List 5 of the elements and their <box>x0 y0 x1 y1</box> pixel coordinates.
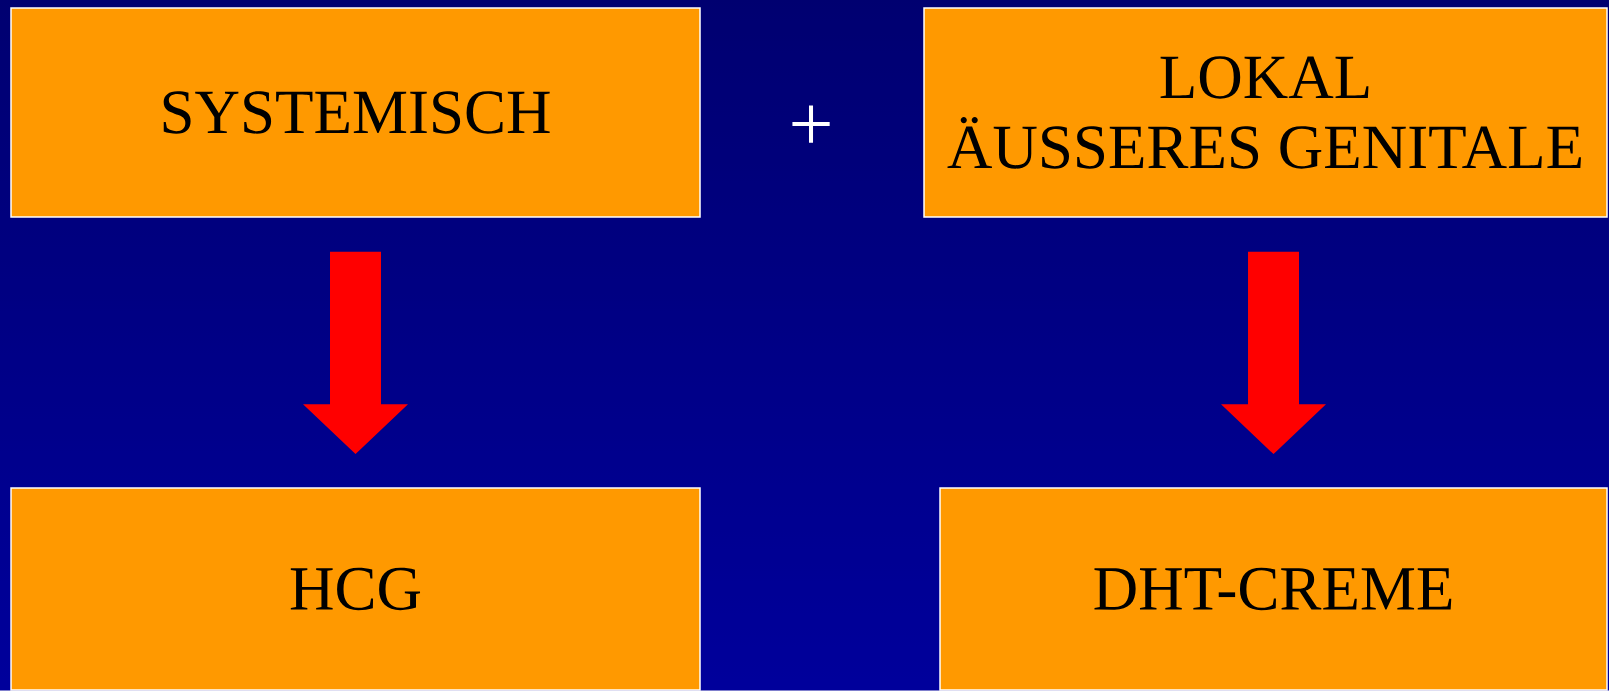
plus-sign: + <box>792 105 830 143</box>
text-box: LOKAL ÄUSSERES GENITALE <box>923 7 1608 218</box>
text-box: HCG <box>10 487 701 691</box>
text-box: DHT-CREME <box>939 487 1608 691</box>
text-box: SYSTEMISCH <box>10 7 701 218</box>
